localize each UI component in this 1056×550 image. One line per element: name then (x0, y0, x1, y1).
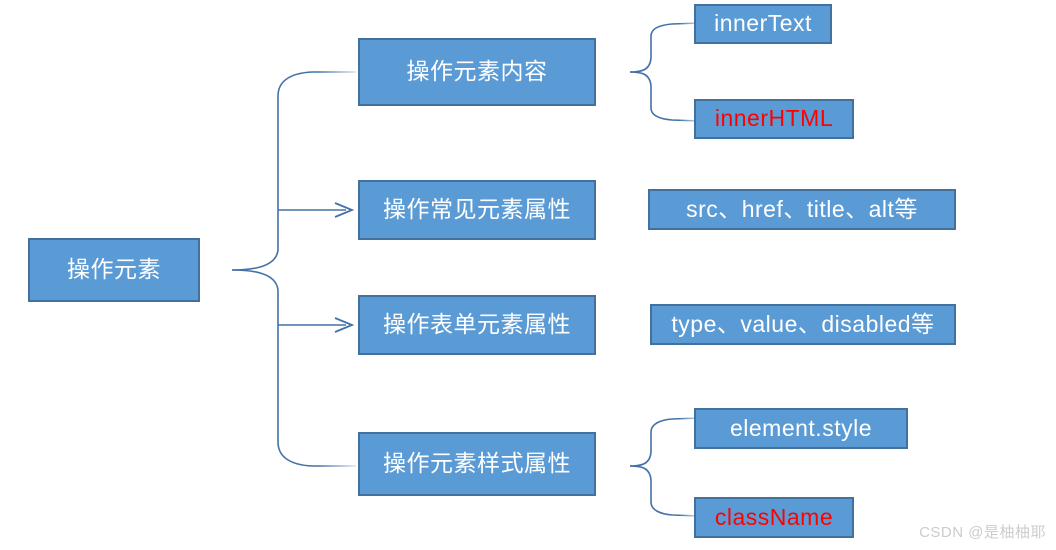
node-branch-form-attrs-label: 操作表单元素属性 (383, 311, 571, 338)
main-brace-connector (200, 71, 356, 467)
arrowhead-common-attrs (334, 202, 355, 218)
node-branch-form-attrs[interactable]: 操作表单元素属性 (358, 295, 596, 355)
node-root-label: 操作元素 (67, 256, 161, 283)
node-leaf-innertext-label: innerText (714, 10, 812, 37)
node-branch-style-attrs-label: 操作元素样式属性 (383, 450, 571, 477)
content-brace-connector (600, 22, 701, 122)
node-leaf-classname-label: className (714, 503, 834, 530)
node-leaf-common-attrs-list-label: src、href、title、alt等 (686, 195, 918, 222)
node-leaf-innerhtml-label: innerHTML (714, 105, 834, 132)
node-leaf-form-attrs-list-label: type、value、disabled等 (671, 310, 935, 337)
node-leaf-element-style[interactable]: element.style (694, 408, 908, 449)
node-root[interactable]: 操作元素 (28, 238, 200, 302)
node-leaf-innerhtml[interactable]: innerHTML (694, 99, 854, 139)
node-leaf-innertext[interactable]: innerText (694, 4, 832, 44)
watermark-text: CSDN @是柚柚耶 (919, 524, 1046, 541)
node-leaf-element-style-label: element.style (729, 414, 872, 441)
node-leaf-form-attrs-list[interactable]: type、value、disabled等 (650, 304, 956, 345)
node-leaf-classname[interactable]: className (694, 497, 854, 538)
node-branch-content-label: 操作元素内容 (406, 58, 548, 85)
arrowhead-form-attrs (334, 317, 355, 333)
node-branch-common-attrs-label: 操作常见元素属性 (383, 196, 571, 223)
node-branch-common-attrs[interactable]: 操作常见元素属性 (358, 180, 596, 240)
node-leaf-common-attrs-list[interactable]: src、href、title、alt等 (648, 189, 956, 230)
node-branch-content[interactable]: 操作元素内容 (358, 38, 596, 106)
node-branch-style-attrs[interactable]: 操作元素样式属性 (358, 432, 596, 496)
style-brace-connector (600, 417, 701, 517)
